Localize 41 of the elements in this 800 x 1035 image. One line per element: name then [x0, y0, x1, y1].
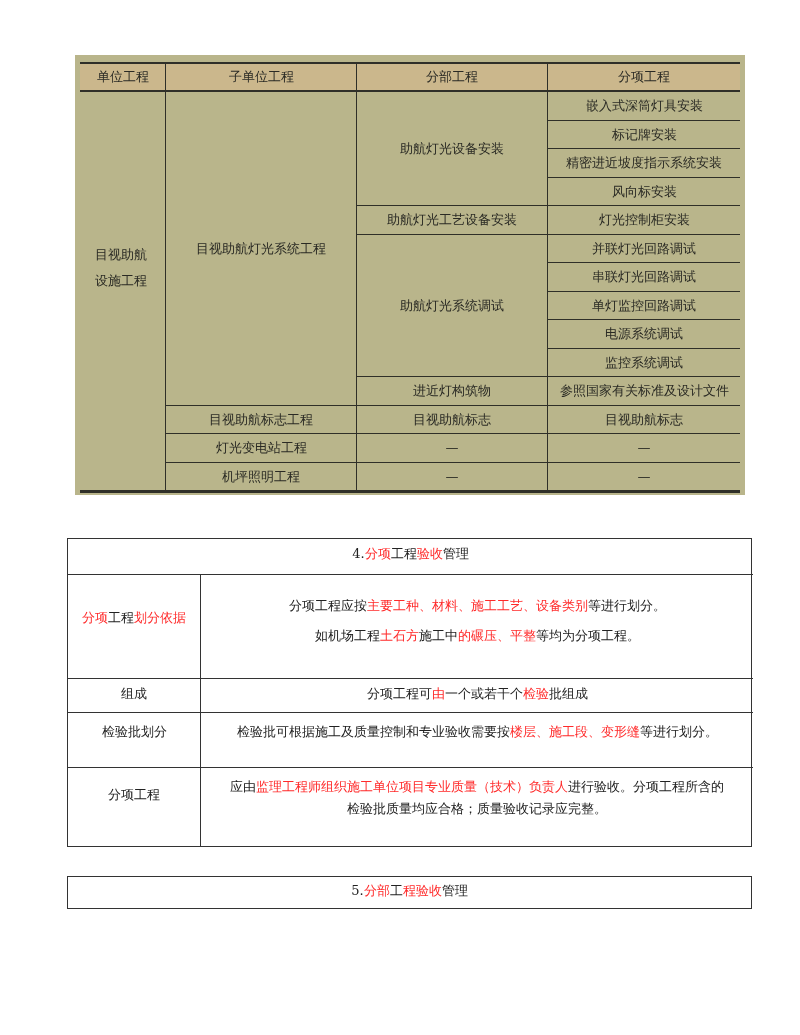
table-cell: 监控系统调试 [548, 348, 740, 377]
row-header: 分项工程划分依据 [68, 574, 201, 678]
row-header: 检验批划分 [68, 712, 201, 767]
table-cell: 电源系统调试 [548, 320, 740, 349]
row-header: 组成 [68, 678, 201, 712]
table-cell: 风向标安装 [548, 177, 740, 206]
table-cell: 机坪照明工程 [166, 462, 357, 491]
table-cell: 分项工程可由一个或若干个检验批组成 [201, 678, 753, 712]
table-cell: 嵌入式深筒灯具安装 [548, 92, 740, 121]
column-header: 单位工程 [80, 64, 166, 92]
cell-text: 分项工程应按主要工种、材料、施工工艺、设备类别等进行划分。 [288, 597, 666, 615]
table-cell: 单灯监控回路调试 [548, 291, 740, 320]
row-header: 分项工程 [68, 767, 201, 846]
table-cell: 目视助航标志 [548, 405, 740, 434]
cell-text: 如机场工程土石方施工中的碾压、平整等均为分项工程。 [314, 627, 640, 645]
table-cell: 助航灯光设备安装 [357, 92, 548, 206]
table-cell: 进近灯构筑物 [357, 377, 548, 406]
table-cell: 助航灯光系统调试 [357, 234, 548, 377]
table-cell: 标记牌安装 [548, 120, 740, 149]
column-header: 子单位工程 [166, 64, 357, 92]
table-cell: — [357, 462, 548, 491]
table-cell: 灯光变电站工程 [166, 434, 357, 463]
table-cell: — [548, 462, 740, 491]
table-cell: 目视助航设施工程 [80, 92, 166, 491]
table-cell: 灯光控制柜安装 [548, 206, 740, 235]
column-header: 分部工程 [357, 64, 548, 92]
table-cell: 目视助航灯光系统工程 [166, 92, 357, 406]
table-cell: 并联灯光回路调试 [548, 234, 740, 263]
table-cell: — [548, 434, 740, 463]
table-cell: 检验批可根据施工及质量控制和专业验收需要按楼层、施工段、变形缝等进行划分。 [201, 712, 753, 767]
table-title: 5.分部工程验收管理 [67, 876, 752, 909]
table-cell: 目视助航标志 [357, 405, 548, 434]
table-cell: 应由监理工程师组织施工单位项目专业质量（技术）负责人进行验收。分项工程所含的检验批质量均应合格；质量验收记录应完整。 [201, 767, 753, 846]
table-cell: 助航灯光工艺设备安装 [357, 206, 548, 235]
table-cell: 精密进近坡度指示系统安装 [548, 149, 740, 178]
table-cell: 参照国家有关标准及设计文件 [548, 377, 740, 406]
table-cell: — [357, 434, 548, 463]
column-header: 分项工程 [548, 64, 740, 92]
table-cell: 串联灯光回路调试 [548, 263, 740, 292]
table-cell: 目视助航标志工程 [166, 405, 357, 434]
table-title: 4.分项工程验收管理 [351, 545, 470, 563]
